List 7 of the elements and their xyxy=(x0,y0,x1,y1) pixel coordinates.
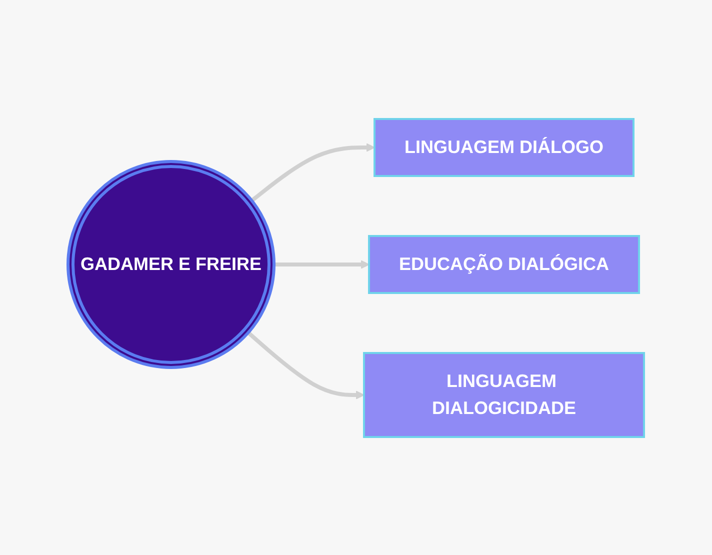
node-circle: GADAMER E FREIRE xyxy=(66,160,276,368)
arrow xyxy=(274,260,370,268)
node-box: LINGUAGEM DIALOGICIDADE xyxy=(363,352,645,438)
arrow xyxy=(246,330,364,399)
arrow xyxy=(250,142,375,202)
node-box: EDUCAÇÃO DIALÓGICA xyxy=(368,234,640,294)
node-box: LINGUAGEM DIÁLOGO xyxy=(374,118,634,176)
